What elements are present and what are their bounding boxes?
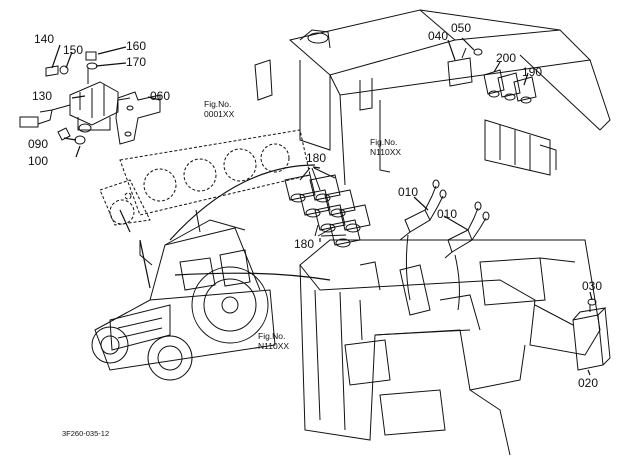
fig-ref-number: 0001XX xyxy=(204,108,235,119)
engine-outline xyxy=(99,129,311,226)
leader-lines xyxy=(51,37,593,376)
callout-150: 150 xyxy=(63,43,84,57)
callout-100: 100 xyxy=(28,154,49,168)
switch-assembly xyxy=(19,51,161,145)
drawing-code: 3F260-035-12 xyxy=(62,429,110,438)
fig-ref-n110xx-upper: Fig.No. N110XX xyxy=(370,137,402,158)
callout-180-bottom: 180 xyxy=(294,237,315,251)
fig-ref-label: Fig.No. xyxy=(258,331,286,341)
callout-020: 020 xyxy=(578,376,599,390)
callout-090: 090 xyxy=(28,137,49,151)
tractor xyxy=(91,209,276,381)
fig-ref-label: Fig.No. xyxy=(204,99,232,109)
lower-frame xyxy=(299,239,601,456)
relay-cluster xyxy=(284,167,371,248)
fig-ref-n110xx-lower: Fig.No. N110XX xyxy=(258,331,290,352)
callout-030: 030 xyxy=(582,279,603,293)
relay-group-top xyxy=(447,47,537,104)
callout-160: 160 xyxy=(126,39,147,53)
callout-130: 130 xyxy=(32,89,53,103)
callout-040: 040 xyxy=(428,29,449,43)
callout-190: 190 xyxy=(522,65,543,79)
callout-180-top: 180 xyxy=(306,151,327,165)
control-module xyxy=(534,298,611,371)
fig-ref-label: Fig.No. xyxy=(370,137,398,147)
switch-pair xyxy=(399,179,490,311)
fig-ref-number: N110XX xyxy=(370,146,402,157)
callout-140: 140 xyxy=(34,32,55,46)
callout-060: 060 xyxy=(150,89,171,103)
callout-200: 200 xyxy=(496,51,517,65)
callout-010-a: 010 xyxy=(398,185,419,199)
callout-050: 050 xyxy=(451,21,472,35)
callout-010-b: 010 xyxy=(437,207,458,221)
callout-170: 170 xyxy=(126,55,147,69)
fig-ref-0001xx: Fig.No. 0001XX xyxy=(204,99,235,120)
top-frame-bracket xyxy=(254,9,611,186)
fig-ref-number: N110XX xyxy=(258,340,290,351)
